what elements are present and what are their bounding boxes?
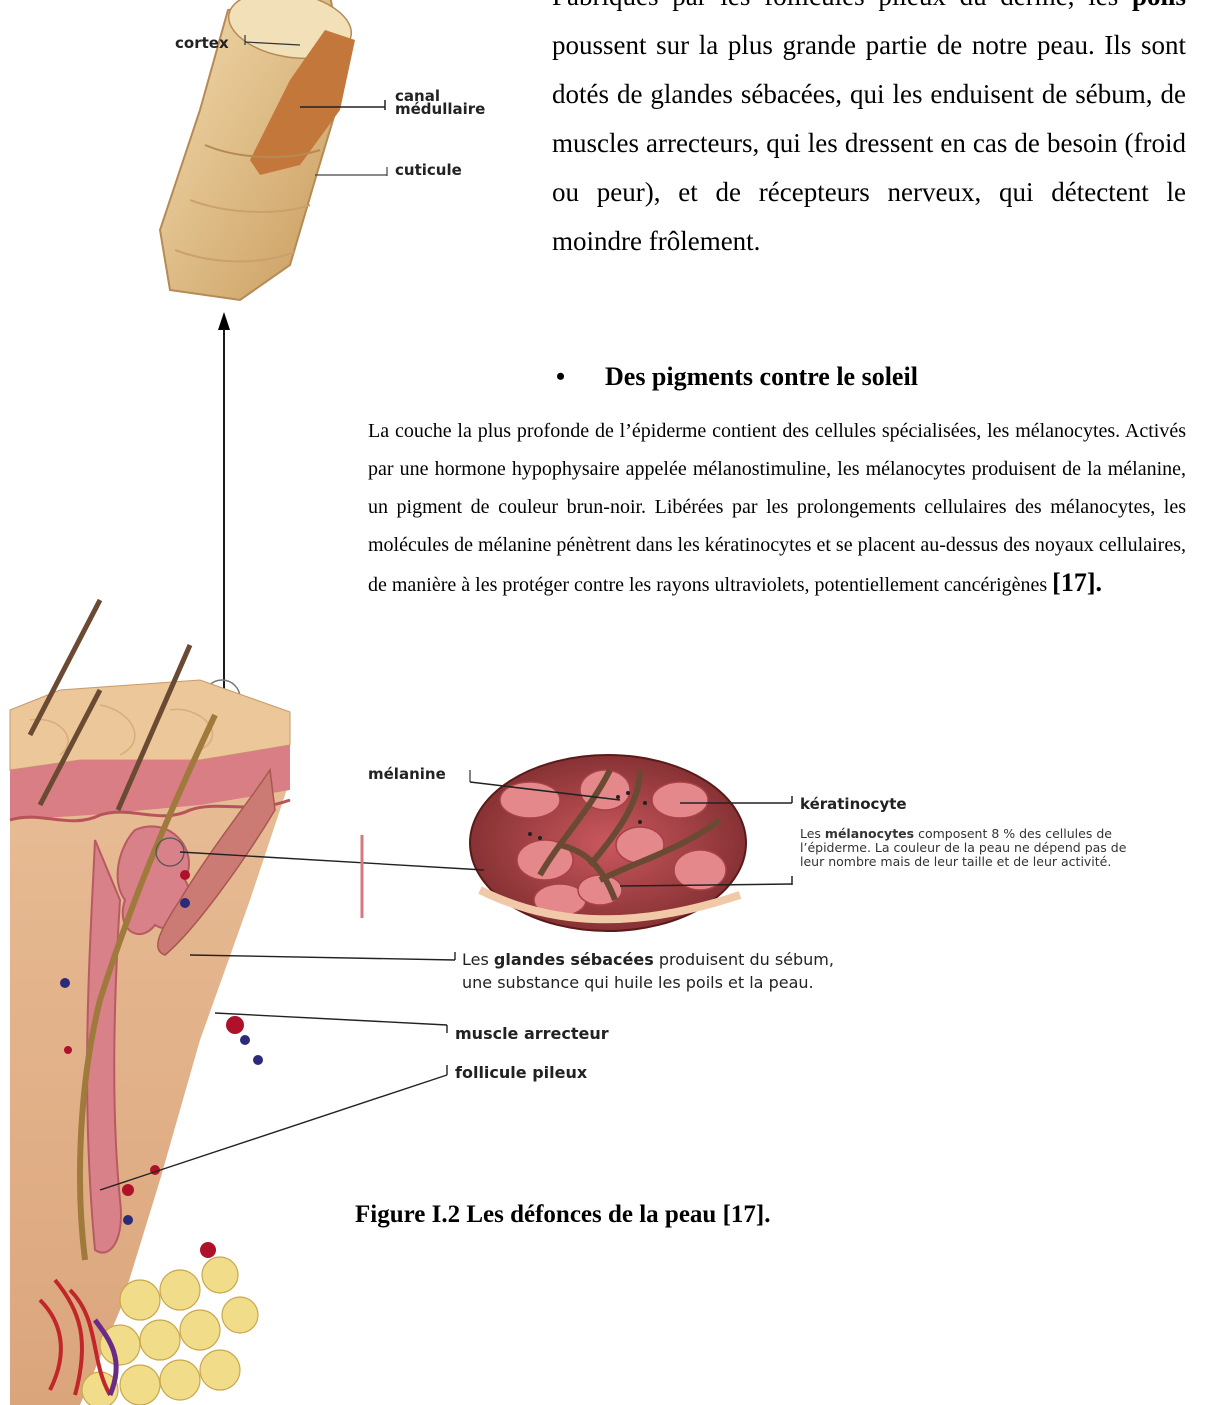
paragraph-pigments: La couche la plus profonde de l’épiderme…: [368, 412, 1186, 604]
para1-bold: poils: [1132, 0, 1186, 11]
para1-pre: Fabriqués par les follicules pileux du d…: [552, 0, 1132, 11]
glandes-post: produisent du sébum,: [654, 950, 834, 969]
label-cuticule: cuticule: [395, 162, 462, 178]
label-cortex: cortex: [175, 35, 229, 51]
para2-ref: [17].: [1052, 568, 1102, 597]
section-heading: Des pigments contre le soleil: [605, 362, 918, 392]
paragraph-poils: Fabriqués par les follicules pileux du d…: [552, 0, 1186, 350]
note-melanocytes: Les mélanocytes composent 8 % des cellul…: [800, 827, 1130, 869]
label-muscle: muscle arrecteur: [455, 1024, 609, 1044]
label-melanine: mélanine: [368, 766, 446, 782]
note-pre: Les: [800, 826, 825, 841]
bullet-icon: •: [556, 362, 565, 392]
note-bold: mélanocytes: [825, 826, 914, 841]
skin-block: [10, 600, 290, 1405]
label-keratinocyte: kératinocyte: [800, 796, 907, 812]
glandes-pre: Les: [462, 950, 494, 969]
label-glandes-line2: une substance qui huile les poils et la …: [462, 973, 814, 993]
label-glandes: Les glandes sébacées produisent du sébum…: [462, 950, 834, 970]
label-follicule: follicule pileux: [455, 1063, 587, 1083]
para1-post: poussent sur la plus grande partie de no…: [552, 30, 1186, 256]
label-canal-line2: médullaire: [395, 101, 485, 117]
melanocyte-circle: [470, 755, 746, 931]
glandes-bold: glandes sébacées: [494, 950, 654, 969]
figure-caption: Figure I.2 Les défonces de la peau [17].: [355, 1201, 771, 1229]
